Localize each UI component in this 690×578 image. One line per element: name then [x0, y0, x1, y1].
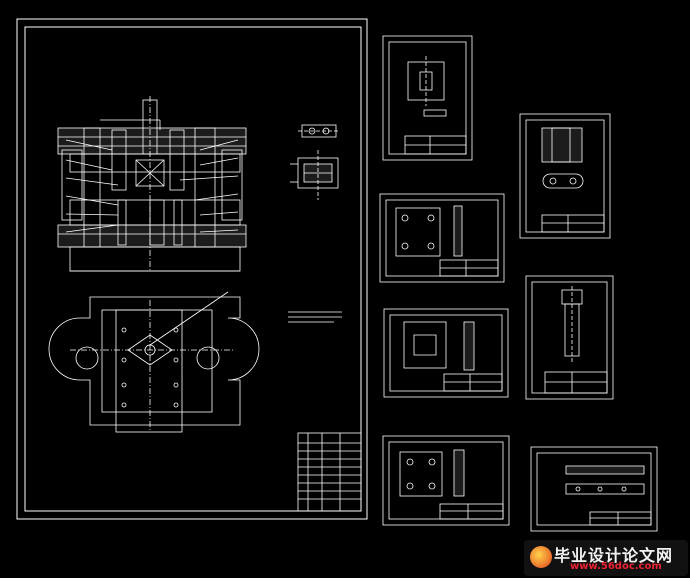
part-drawing-4 [383, 308, 509, 398]
site-logo-icon [530, 546, 552, 568]
assembly-drawing-sheet [16, 18, 368, 520]
part-drawing-5 [525, 275, 614, 400]
part-drawing-3 [379, 193, 505, 283]
part-drawing-1 [382, 35, 473, 161]
watermark-url: www.56doc.com [570, 561, 662, 572]
side-detail-views [290, 124, 340, 200]
watermark: 毕业设计论文网 www.56doc.com [524, 540, 688, 576]
technical-notes [288, 311, 342, 323]
part-drawing-2 [519, 113, 611, 239]
parts-list-title-block [297, 432, 362, 512]
die-section-view [57, 96, 247, 272]
die-plan-view [48, 291, 260, 433]
part-drawing-6 [382, 435, 510, 526]
watermark-site-name: 毕业设计论文网 [554, 546, 674, 565]
part-drawing-7 [530, 446, 658, 532]
